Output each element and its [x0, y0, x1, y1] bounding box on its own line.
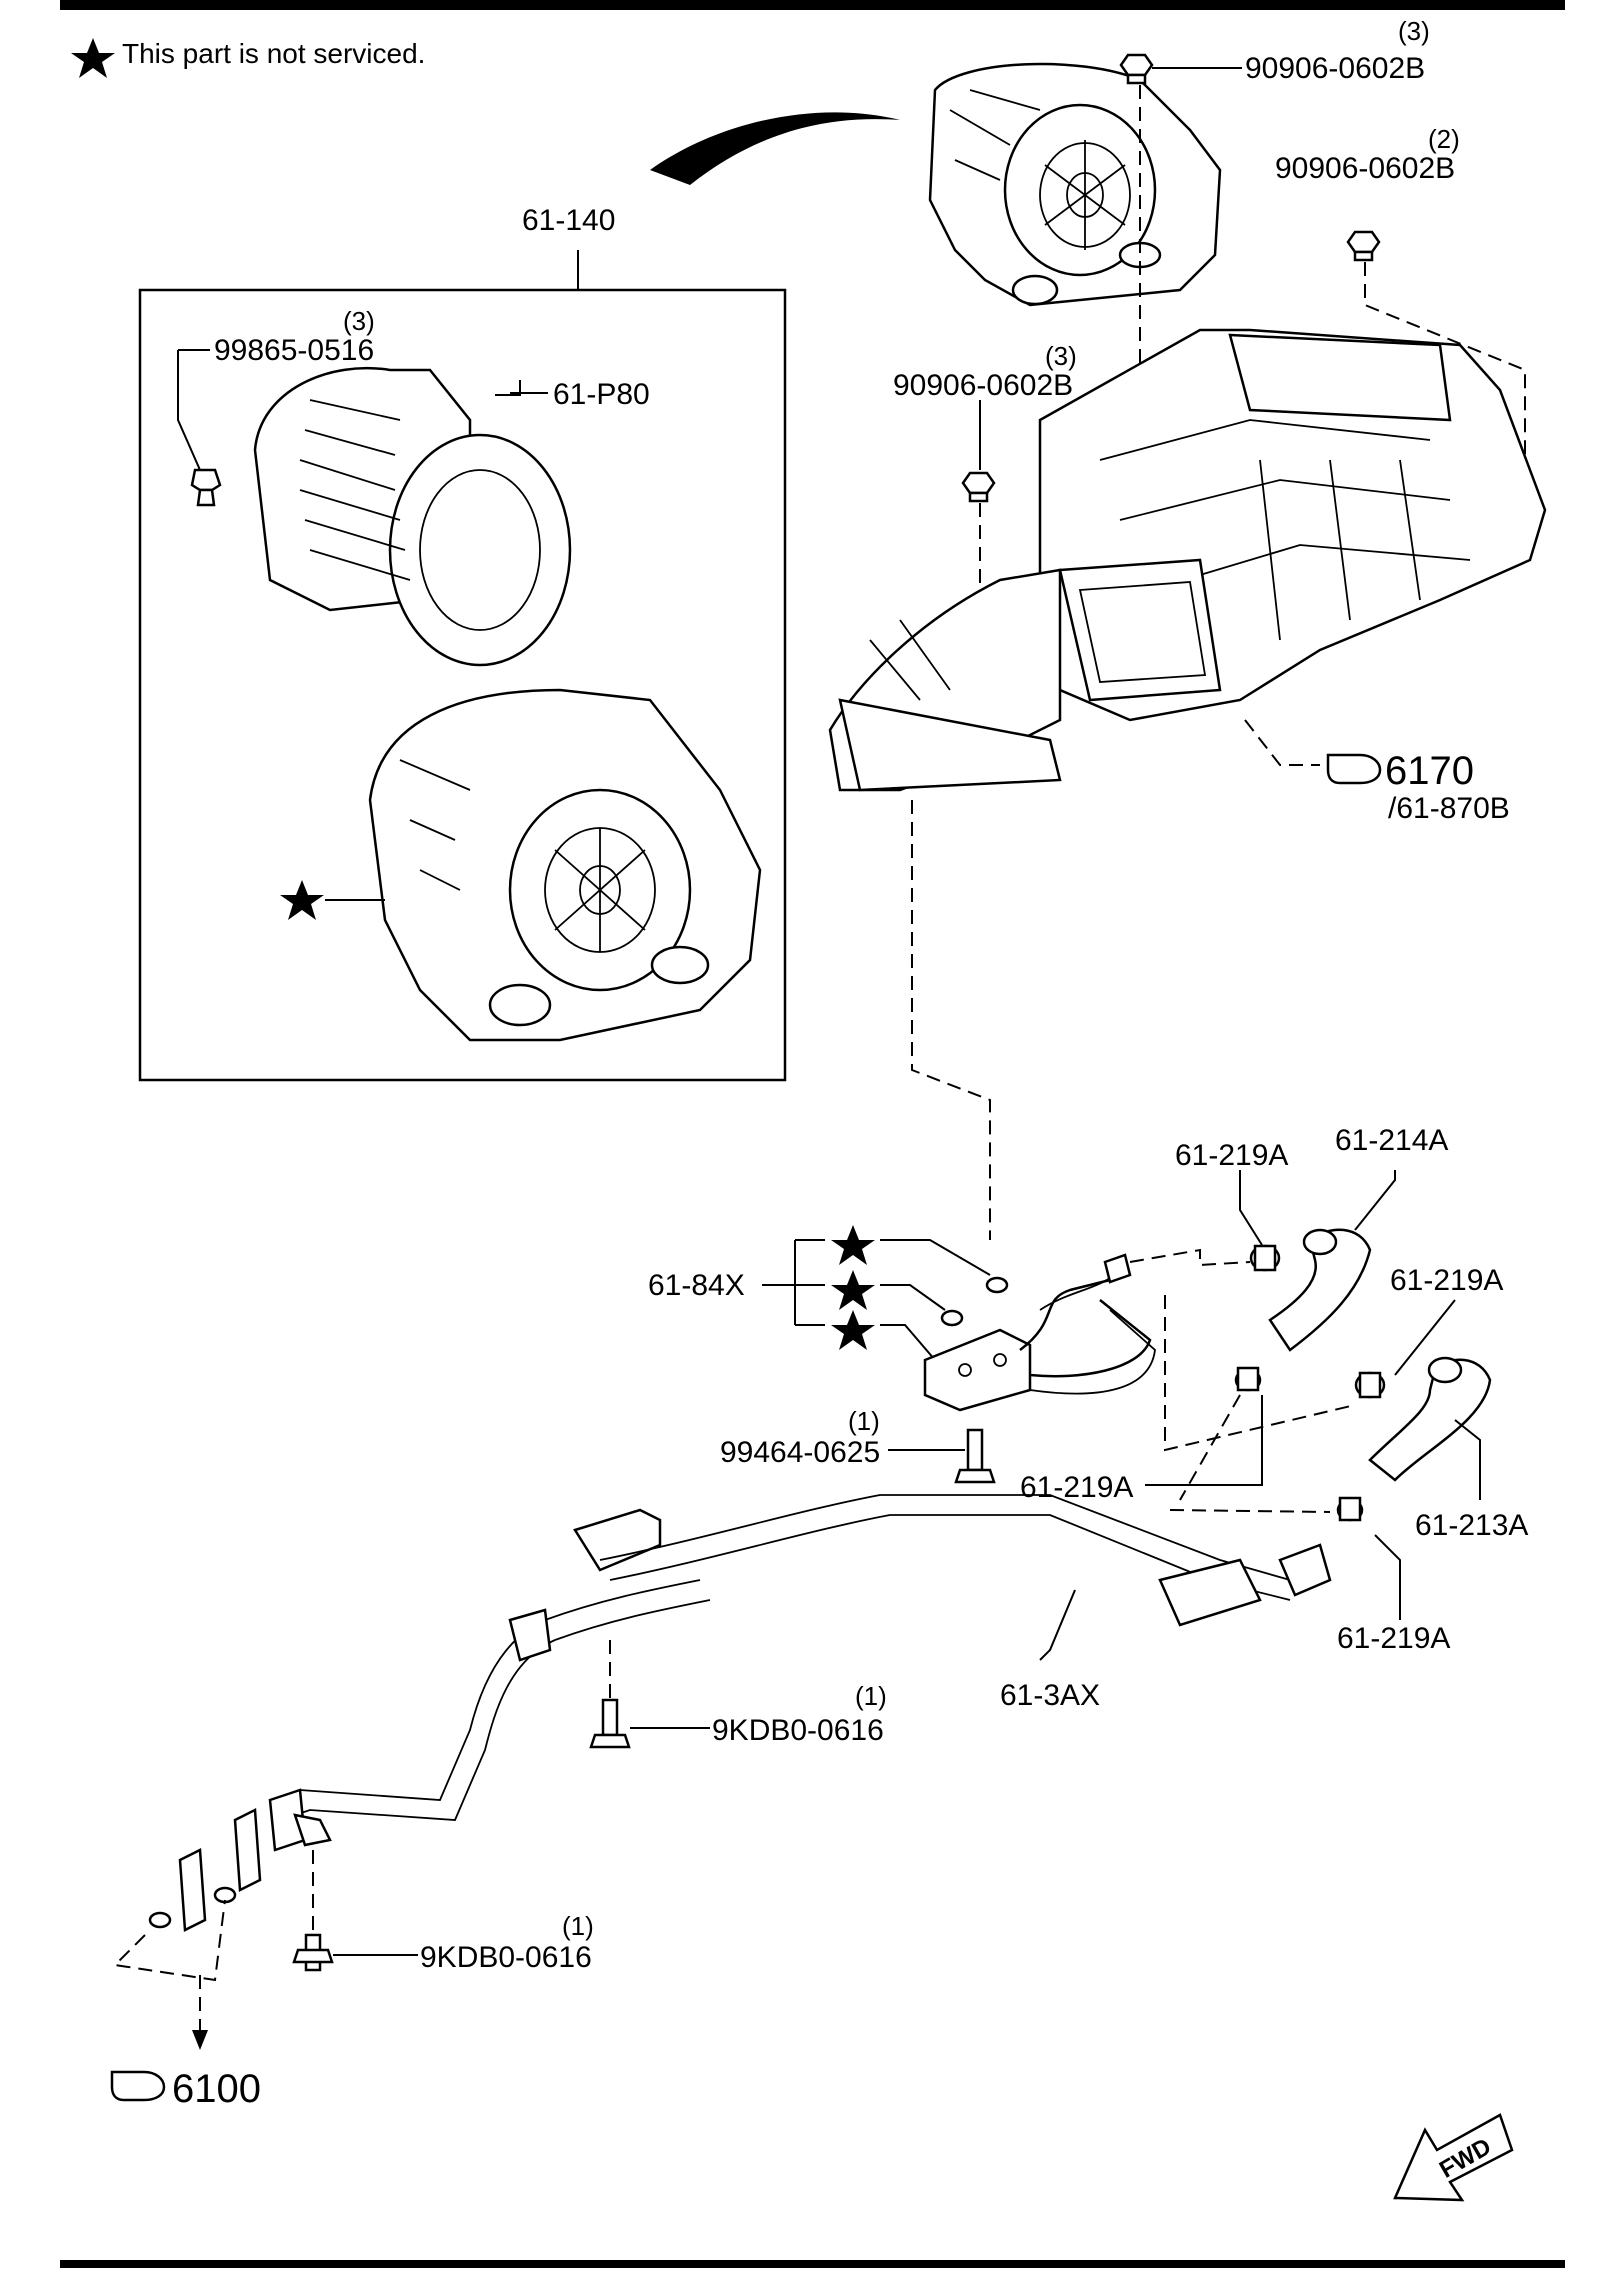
legend-note: This part is not serviced.	[122, 38, 425, 69]
nut-right[interactable]	[1346, 230, 1381, 262]
star-icon	[831, 1225, 875, 1265]
nut-mid[interactable]	[961, 471, 996, 503]
qty-99865: (3)	[343, 306, 375, 336]
star-icon	[831, 1310, 875, 1350]
bottom-rule	[60, 2260, 1565, 2268]
qty-nut-right: (2)	[1428, 124, 1460, 154]
hvac-unit[interactable]	[828, 328, 1547, 792]
label-nut-top: 90906-0602B	[1245, 52, 1425, 85]
qty-99464: (1)	[848, 1406, 880, 1436]
label-61-214a: 61-214A	[1335, 1124, 1448, 1157]
pointing-hand-icon	[110, 2070, 166, 2102]
pointing-hand-icon	[1326, 753, 1382, 785]
blower-case[interactable]	[368, 688, 762, 1042]
label-9kdb-2: 9KDB0-0616	[420, 1941, 592, 1974]
clamp-3[interactable]	[1234, 1366, 1262, 1392]
ref-6100[interactable]: 6100	[172, 2067, 261, 2111]
label-61-p80: 61-P80	[553, 378, 650, 411]
bolt-9kdb-1[interactable]	[589, 1698, 631, 1749]
top-rule	[60, 0, 1565, 10]
clamp-1[interactable]	[1249, 1244, 1281, 1272]
o-ring[interactable]	[985, 1276, 1009, 1294]
label-9kdb-1: 9KDB0-0616	[712, 1714, 884, 1747]
label-99865-0516: 99865-0516	[214, 334, 374, 367]
bolt-99865[interactable]	[190, 468, 222, 507]
label-clamp-1: 61-219A	[1175, 1139, 1288, 1172]
label-61-3ax: 61-3AX	[1000, 1679, 1100, 1712]
blower-motor[interactable]	[253, 366, 572, 667]
label-61-84x: 61-84X	[648, 1269, 745, 1302]
star-icon	[71, 38, 115, 78]
label-clamp-2: 61-219A	[1390, 1264, 1503, 1297]
hose-61-214a[interactable]	[1268, 1228, 1372, 1352]
assembly-box	[138, 288, 787, 1082]
fwd-arrow-icon: FWD	[1393, 2113, 1514, 2202]
label-61-213a: 61-213A	[1415, 1509, 1528, 1542]
ref-6170[interactable]: 6170	[1385, 749, 1474, 793]
ac-pipe-assy[interactable]	[148, 1494, 1332, 1932]
swoosh-arrow-icon	[650, 112, 900, 185]
clamp-2[interactable]	[1354, 1371, 1386, 1399]
qty-nut-mid: (3)	[1045, 341, 1077, 371]
label-99464-0625: 99464-0625	[720, 1436, 880, 1469]
qty-9kdb-1: (1)	[855, 1681, 887, 1711]
o-ring[interactable]	[940, 1309, 964, 1327]
star-icon	[280, 880, 324, 920]
qty-9kdb-2: (1)	[562, 1911, 594, 1941]
bolt-9kdb-2[interactable]	[292, 1933, 334, 1972]
qty-nut-top: (3)	[1398, 16, 1430, 46]
hose-61-213a[interactable]	[1368, 1356, 1492, 1482]
label-clamp-3: 61-219A	[1020, 1471, 1133, 1504]
label-61-140: 61-140	[522, 204, 615, 237]
label-nut-mid: 90906-0602B	[893, 369, 1073, 402]
nut-top[interactable]	[1119, 53, 1154, 85]
label-nut-right: 90906-0602B	[1275, 152, 1455, 185]
ref-61-870b[interactable]: /61-870B	[1388, 792, 1510, 825]
arrow-down-icon	[192, 2030, 208, 2050]
blower-unit-top[interactable]	[928, 62, 1222, 307]
bolt-99464[interactable]	[954, 1428, 996, 1484]
expansion-valve[interactable]	[923, 1253, 1156, 1412]
clamp-4[interactable]	[1336, 1496, 1364, 1522]
label-clamp-4: 61-219A	[1337, 1622, 1450, 1655]
star-icon	[831, 1270, 875, 1310]
